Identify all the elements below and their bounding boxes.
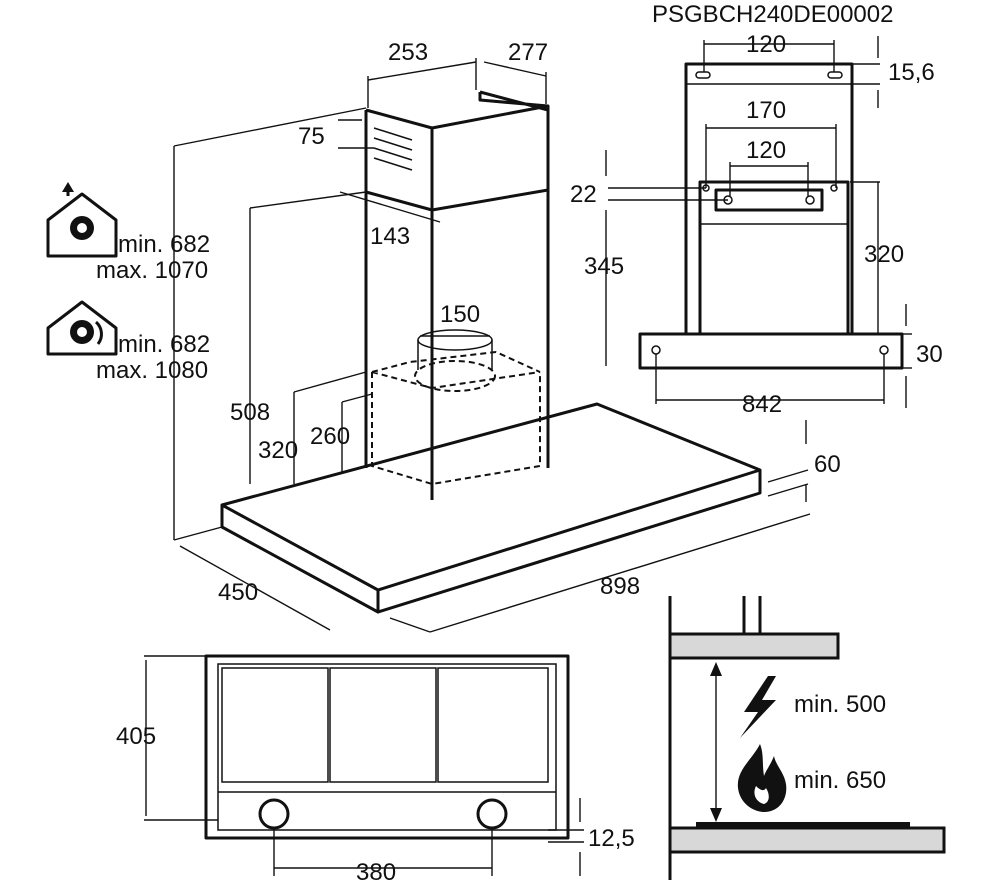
chimney-width-label: 253	[388, 39, 428, 66]
base-plate	[638, 332, 904, 370]
height-508-label: 508	[230, 399, 270, 426]
grease-filter-1	[221, 667, 329, 783]
hood-width-label: 898	[600, 573, 640, 600]
extraction-mode-icon	[46, 182, 118, 258]
hob-profile	[668, 826, 946, 854]
grease-filter-2	[329, 667, 437, 783]
bracket-view: PSGBCH240DE00002	[570, 1, 943, 418]
inner-spacing-label: 120	[746, 137, 786, 164]
mid-width-label: 170	[746, 97, 786, 124]
model-code: PSGBCH240DE00002	[652, 1, 893, 28]
hood-body-front	[220, 505, 380, 614]
hole-offset-label: 22	[570, 181, 597, 208]
base-thickness-label: 30	[916, 341, 943, 368]
top-slot-right	[827, 71, 843, 79]
lamp-spacing-label: 380	[356, 859, 396, 886]
height-320-label: 320	[258, 437, 298, 464]
height-260-label: 260	[310, 423, 350, 450]
vent-offset-label: 75	[298, 123, 325, 150]
chimney-depth-label: 277	[508, 39, 548, 66]
hood-thickness-label: 60	[814, 451, 841, 478]
height-320-bracket-label: 320	[864, 241, 904, 268]
inner-bracket-outline	[698, 180, 850, 336]
lightning-bolt-icon	[740, 676, 776, 738]
outlet-collar	[414, 360, 496, 392]
internal-motor-box	[371, 350, 541, 486]
lamp-right	[476, 798, 508, 830]
chimney-vent-slots	[373, 127, 413, 171]
outlet-top	[417, 329, 493, 351]
hood-underside-outline	[204, 654, 570, 840]
isometric-dimension-lines	[173, 58, 811, 633]
grease-filter-3	[437, 667, 549, 783]
hood-body-top	[220, 402, 762, 592]
bracket-dimension-lines	[605, 36, 912, 408]
extraction-mode-block: min. 682 max. 1070	[46, 182, 210, 284]
vent-height-label: 143	[370, 223, 410, 250]
bottom-depth-label: 405	[116, 723, 156, 750]
extraction-max-label: max. 1070	[96, 257, 208, 284]
bottom-dimension-lines	[144, 655, 584, 876]
recirculation-mode-icon	[46, 300, 118, 356]
top-slot-left	[695, 71, 711, 79]
hood-depth-label: 450	[218, 579, 258, 606]
hood-body-side	[377, 470, 762, 614]
extraction-min-label: min. 682	[118, 231, 210, 258]
base-width-label: 842	[742, 391, 782, 418]
recirculation-min-label: min. 682	[118, 331, 210, 358]
height-345-label: 345	[584, 253, 624, 280]
top-offset-label: 15,6	[888, 59, 935, 86]
chimney-upper	[364, 90, 550, 210]
chimney-lower	[364, 188, 550, 500]
filter-offset-label: 12,5	[588, 825, 635, 852]
recirculation-mode-block: min. 682 max. 1080	[46, 300, 210, 384]
outlet-collar-sides	[417, 340, 493, 370]
hood-side-profile	[668, 632, 840, 660]
bottom-view: 405 12,5 380	[116, 654, 635, 886]
electric-clearance-label: min. 500	[794, 691, 886, 718]
outlet-diameter-label: 150	[440, 301, 480, 328]
top-hole-spacing-label: 120	[746, 31, 786, 58]
flame-icon	[737, 744, 787, 812]
hob-burner	[696, 822, 910, 828]
clearance-view: min. 500 min. 650	[668, 596, 946, 880]
isometric-hood-view: 253 277 75 143 150 508 320 260 450 898 6…	[173, 39, 841, 633]
gas-clearance-label: min. 650	[794, 767, 886, 794]
lamp-left	[258, 798, 290, 830]
recirculation-max-label: max. 1080	[96, 357, 208, 384]
